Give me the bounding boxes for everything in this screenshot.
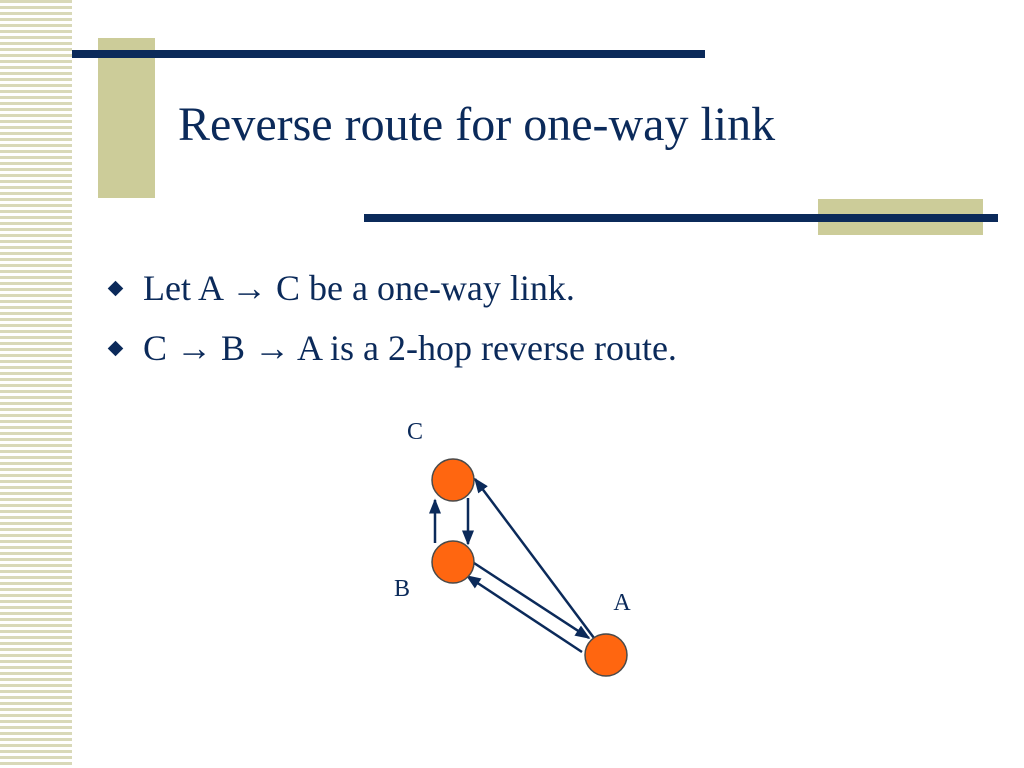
decorative-stripes <box>0 0 72 768</box>
bullet-item: C → B → A is a 2-hop reverse route. <box>106 318 677 378</box>
diamond-bullet-icon <box>107 340 124 356</box>
bottom-rule <box>364 214 998 222</box>
node-label-b: B <box>394 576 410 602</box>
node-label-a: A <box>613 590 631 616</box>
node-c <box>431 458 475 502</box>
bullet-item: Let A → C be a one-way link. <box>106 258 677 318</box>
title-accent-block <box>98 38 155 198</box>
node-b <box>431 540 475 584</box>
edge-a-to-c <box>473 477 596 639</box>
bullet-list: Let A → C be a one-way link. C → B → A i… <box>106 258 677 378</box>
bullet-text: C → B → A is a 2-hop reverse route. <box>143 328 677 368</box>
bullet-text: Let A → C be a one-way link. <box>143 268 575 308</box>
top-rule <box>72 50 705 58</box>
node-label-c: C <box>407 419 423 445</box>
edge-b-to-a <box>473 561 591 640</box>
diamond-bullet-icon <box>107 280 124 296</box>
edge-a-to-b <box>465 574 583 654</box>
reverse-route-diagram: C B A <box>394 419 631 677</box>
slide-title: Reverse route for one-way link <box>178 98 776 151</box>
node-a <box>584 633 628 677</box>
